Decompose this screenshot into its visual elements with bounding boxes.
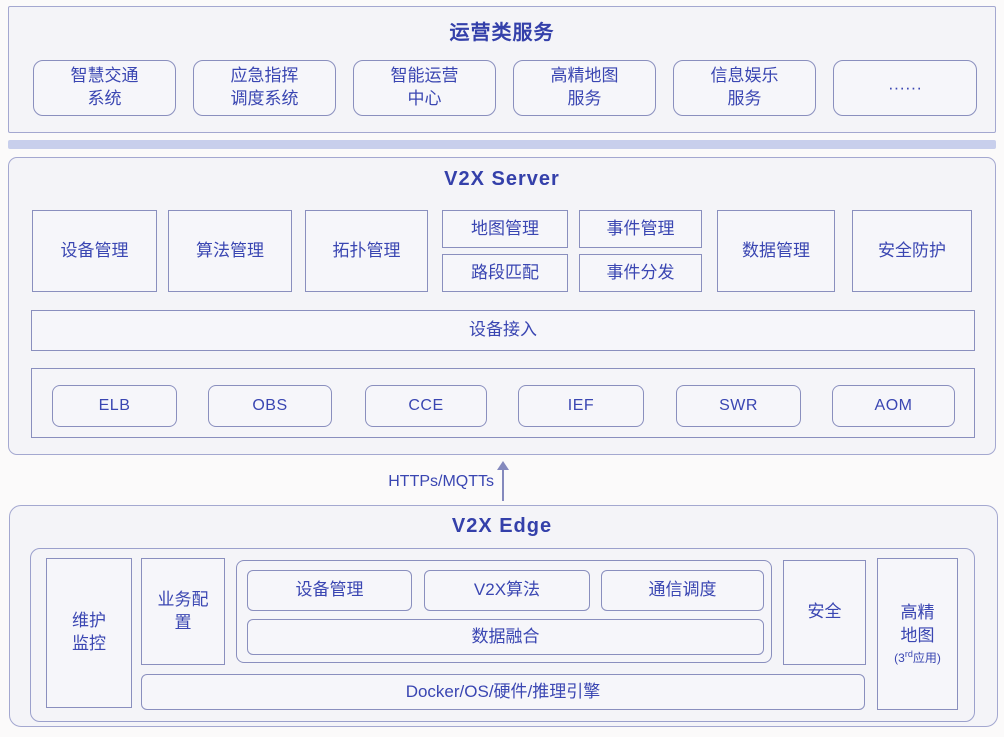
cloud-service-aom: AOM [832,385,955,427]
edge-hd-map-label: 高精 地图 [900,602,935,645]
ops-service-infotainment: 信息娱乐 服务 [673,60,816,116]
v2x-server-title: V2X Server [444,168,560,190]
server-module-event-mgmt: 事件管理 [579,210,702,248]
cloud-service-elb: ELB [52,385,177,427]
ops-service-intelligent-operation-center: 智能运营 中心 [353,60,496,116]
edge-security: 安全 [783,560,866,665]
cloud-service-ief: IEF [518,385,644,427]
cloud-service-swr: SWR [676,385,801,427]
edge-platform-bar: Docker/OS/硬件/推理引擎 [141,674,865,710]
cloud-service-cce: CCE [365,385,487,427]
ops-service-hd-map: 高精地图 服务 [513,60,656,116]
v2x-edge-title: V2X Edge [451,515,553,537]
server-module-topology-mgmt: 拓扑管理 [305,210,428,292]
edge-app-data-fusion: 数据融合 [247,619,764,655]
server-module-road-match: 路段匹配 [442,254,568,292]
section-divider-bar [8,140,996,149]
server-module-device-mgmt: 设备管理 [32,210,157,292]
uplink-protocol-label: HTTPs/MQTTs [388,473,494,490]
edge-hd-map-subtitle: (3rd应用) [894,648,941,665]
server-cloud-services-container [31,368,975,438]
ops-service-emergency-dispatch: 应急指挥 调度系统 [193,60,336,116]
uplink-arrow-line [502,470,504,501]
ops-service-ellipsis: ······ [833,60,977,116]
ops-service-smart-traffic: 智慧交通 系统 [33,60,176,116]
cloud-service-obs: OBS [208,385,332,427]
operations-section-title: 运营类服务 [449,22,555,44]
server-module-map-mgmt: 地图管理 [442,210,568,248]
edge-maintenance-monitor: 维护 监控 [46,558,132,708]
server-module-algorithm-mgmt: 算法管理 [168,210,292,292]
edge-app-comm-scheduling: 通信调度 [601,570,764,611]
uplink-arrow-head-icon [497,461,509,470]
server-module-event-dispatch: 事件分发 [579,254,702,292]
edge-app-v2x-algorithm: V2X算法 [424,570,590,611]
edge-hd-map: 高精 地图 (3rd应用) [877,558,958,710]
edge-app-device-mgmt: 设备管理 [247,570,412,611]
server-device-access-bar: 设备接入 [31,310,975,351]
edge-business-config: 业务配 置 [141,558,225,665]
server-module-security-protection: 安全防护 [852,210,972,292]
server-module-data-mgmt: 数据管理 [717,210,835,292]
